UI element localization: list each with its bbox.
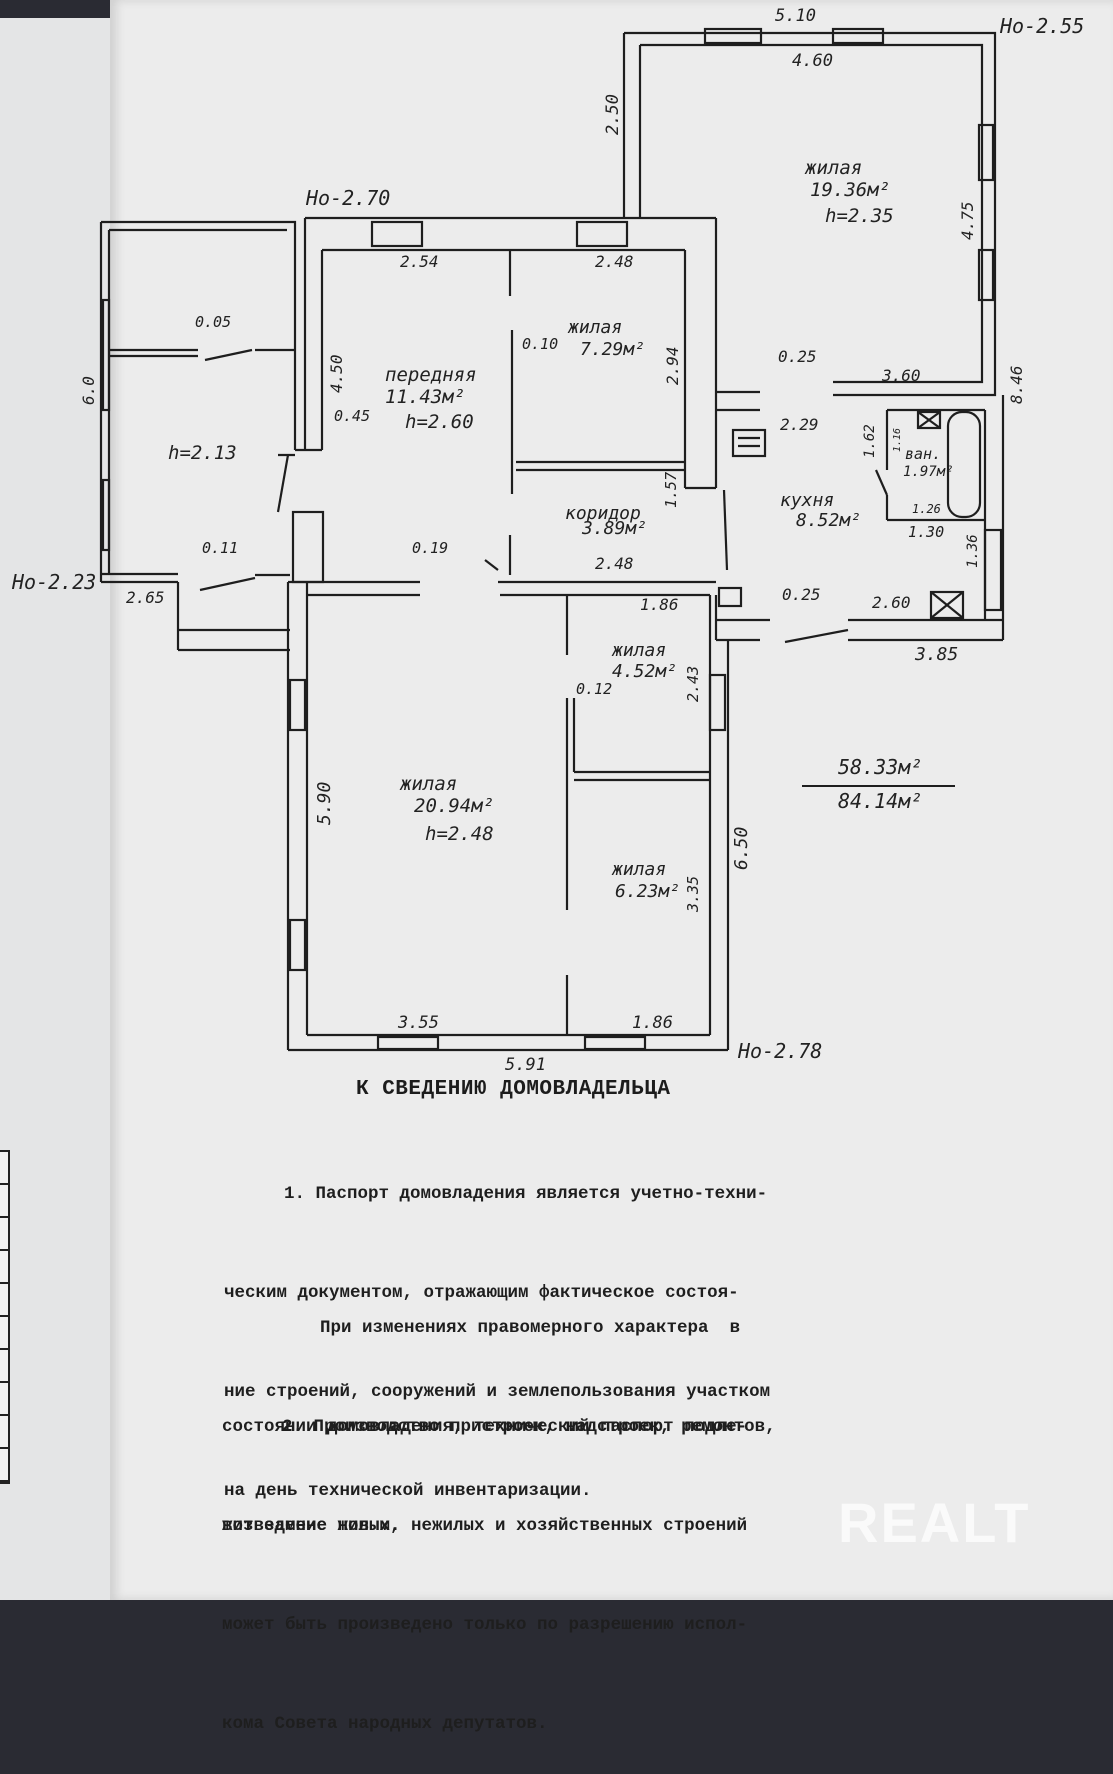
p1-line-4: на день технической инвентаризации.: [224, 1481, 592, 1501]
room-big-area: 19.36м²: [810, 179, 890, 201]
room-729-name: жилая: [567, 317, 622, 338]
dim-2-65: 2.65: [126, 588, 165, 607]
dim-0-05: 0.05: [195, 313, 231, 331]
dim-0-19: 0.19: [412, 539, 448, 557]
hall-name: передняя: [385, 364, 477, 386]
p2-line-1: При изменениях правомерного характера в: [320, 1318, 741, 1338]
dim-1-57: 1.57: [662, 472, 680, 508]
dim-1-26: 1.26: [912, 502, 941, 516]
dim-1-16: 1.16: [892, 428, 903, 452]
dim-2-29: 2.29: [780, 415, 819, 434]
dim-1-30: 1.30: [908, 523, 944, 541]
p3-line-4: кома Совета народных депутатов.: [222, 1714, 548, 1734]
ho-top-right: Но-2.55: [999, 14, 1084, 38]
left-page: [0, 18, 119, 1600]
dim-1-86-bottom: 1.86: [632, 1013, 673, 1033]
dim-6-0: 6.0: [79, 376, 98, 405]
p2-line-2: состоянии домовладения, технический пасп…: [222, 1417, 748, 1437]
room-2094-name: жилая: [399, 773, 457, 795]
dim-0-12: 0.12: [576, 680, 612, 698]
bath-name: ван.: [905, 445, 941, 463]
p1-line-3: ние строений, сооружений и землепользова…: [224, 1382, 771, 1402]
corridor-name: коридор: [565, 503, 641, 524]
ho-2-70: Но-2.70: [305, 186, 390, 210]
bath-area: 1.97м²: [903, 464, 954, 480]
room-big-name: жилая: [804, 157, 862, 179]
p1-line-2: ческим документом, отражающим фактическо…: [224, 1283, 739, 1303]
dim-1-86-top: 1.86: [640, 595, 679, 614]
hall-area: 11.43м²: [385, 386, 465, 408]
corridor-area: 3.89м²: [581, 518, 647, 539]
dim-0-10: 0.10: [522, 335, 558, 353]
notice-paragraph-3: 2. Производство пристроек, надстроек, ре…: [222, 1345, 776, 1774]
kitchen-area: 8.52м²: [796, 510, 861, 531]
dim-2-43: 2.43: [684, 666, 702, 702]
dim-5-90: 5.90: [314, 782, 335, 825]
p1-line-1: 1. Паспорт домовладения является учетно-…: [284, 1184, 768, 1204]
dim-0-45: 0.45: [334, 407, 370, 425]
dim-0-25-bottom: 0.25: [782, 585, 821, 604]
dim-2-50: 2.50: [603, 94, 623, 135]
walls: [99, 27, 1005, 1052]
floor-plan: Но-2.55 5.10 4.60 2.50 жилая 19.36м² h=2…: [11, 6, 1084, 1070]
dim-0-25-top: 0.25: [778, 347, 817, 366]
dim-5-10: 5.10: [775, 6, 816, 26]
dim-6-50: 6.50: [731, 827, 752, 870]
total-area: 84.14м²: [838, 789, 922, 813]
veranda-height: h=2.13: [168, 442, 237, 464]
dim-5-91: 5.91: [505, 1055, 546, 1070]
dim-2-94: 2.94: [663, 346, 682, 385]
document-page: [110, 0, 1113, 1600]
dim-4-60: 4.60: [792, 51, 833, 71]
room-452-area: 4.52м²: [612, 661, 677, 682]
ho-2-23: Но-2.23: [11, 570, 96, 594]
room-2094-area: 20.94м²: [414, 795, 494, 817]
notice-paragraph-1: 1. Паспорт домовладения является учетно-…: [224, 1112, 770, 1541]
room-729-area: 7.29м²: [580, 339, 645, 360]
kitchen-name: кухня: [780, 490, 834, 511]
dim-0-11: 0.11: [202, 539, 238, 557]
realt-watermark: REALT: [838, 1491, 1031, 1554]
dim-2-60: 2.60: [872, 593, 911, 612]
dim-2-48-mid: 2.48: [595, 554, 634, 573]
room-623-name: жилая: [611, 859, 666, 880]
notice-paragraph-2: При изменениях правомерного характера в …: [222, 1246, 747, 1576]
p3-line-1: 2. Производство пристроек, надстроек, ре…: [282, 1417, 776, 1437]
dim-3-55: 3.55: [397, 1013, 439, 1033]
dim-2-54: 2.54: [400, 252, 439, 271]
room-623-area: 6.23м²: [615, 881, 680, 902]
ho-2-78: Но-2.78: [737, 1039, 822, 1063]
dim-4-50: 4.50: [327, 354, 346, 393]
total-living-area: 58.33м²: [838, 755, 922, 779]
room-2094-height: h=2.48: [425, 823, 494, 845]
dim-2-48-top: 2.48: [595, 252, 634, 271]
p3-line-3: может быть произведено только по разреше…: [222, 1615, 748, 1635]
dim-3-85: 3.85: [914, 644, 958, 665]
p3-line-2: возведение жилых, нежилых и хозяйственны…: [222, 1516, 748, 1536]
plan-labels: Но-2.55 5.10 4.60 2.50 жилая 19.36м² h=2…: [11, 6, 1084, 1070]
dim-1-62: 1.62: [862, 424, 878, 458]
p2-line-3: жит замене новым.: [222, 1516, 401, 1536]
dim-3-35: 3.35: [684, 876, 702, 913]
dim-8-46: 8.46: [1007, 365, 1026, 404]
room-452-name: жилая: [611, 640, 666, 661]
dim-1-36: 1.36: [965, 534, 981, 568]
hall-height: h=2.60: [405, 411, 474, 433]
dim-3-60: 3.60: [881, 366, 921, 385]
notice-title: К СВЕДЕНИЮ ДОМОВЛАДЕЛЬЦА: [356, 1078, 671, 1101]
dim-4-75: 4.75: [958, 201, 977, 240]
edge-table: [0, 1150, 10, 1484]
room-big-height: h=2.35: [825, 205, 894, 227]
